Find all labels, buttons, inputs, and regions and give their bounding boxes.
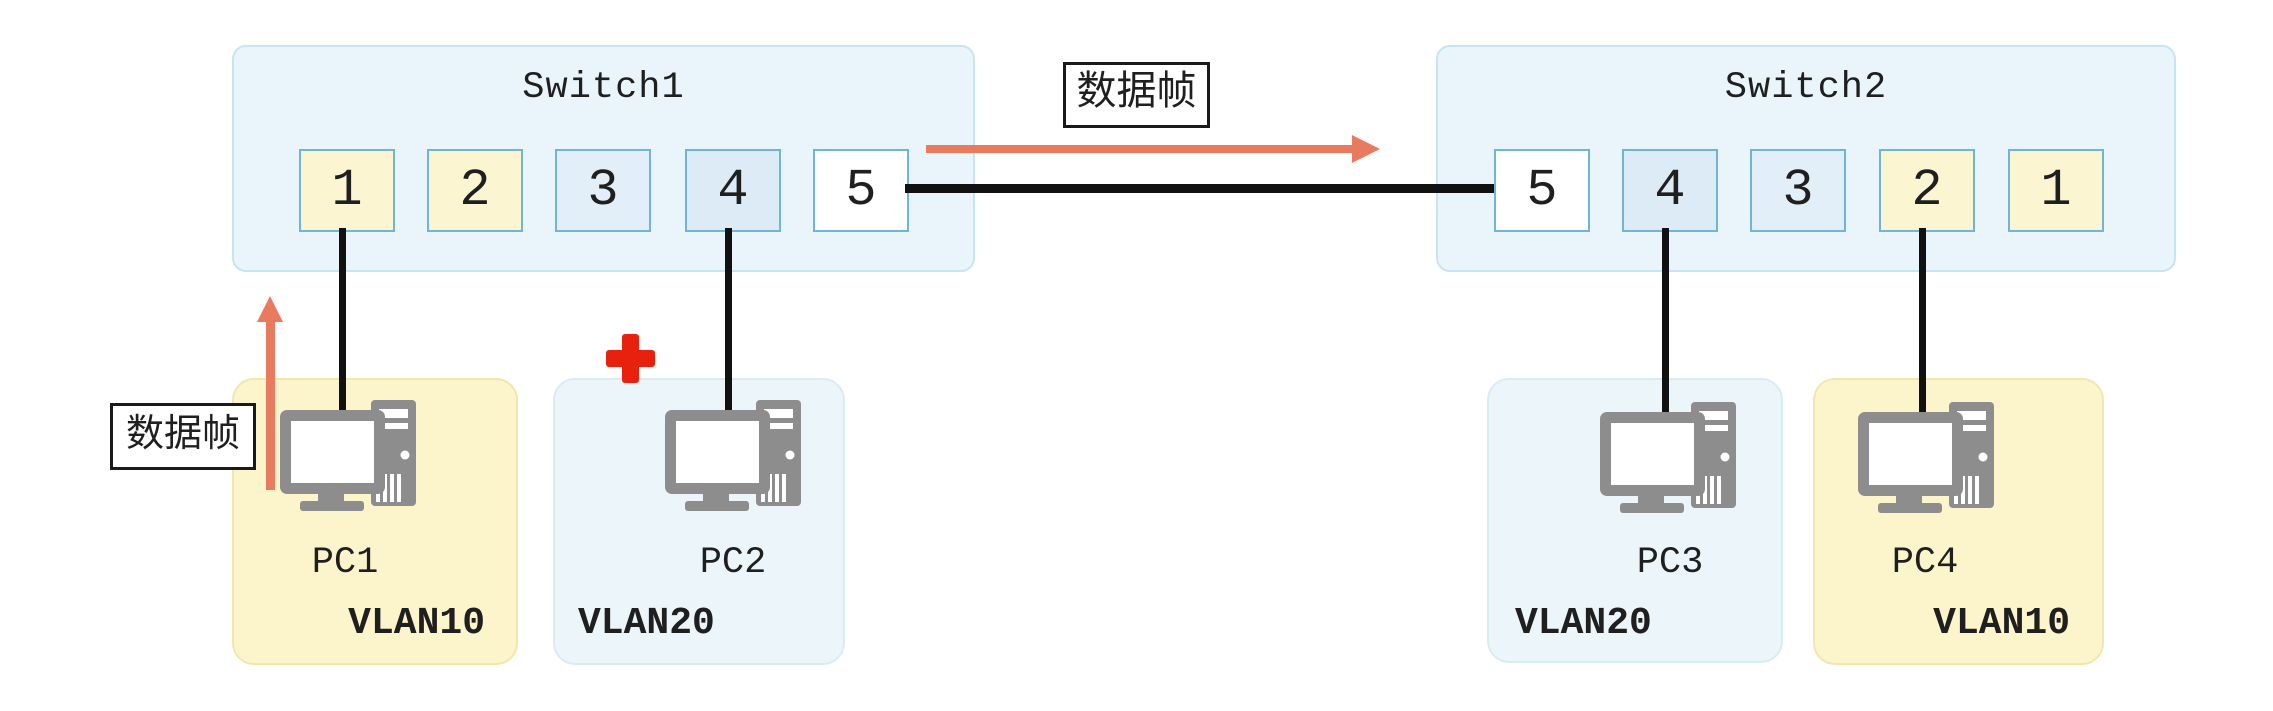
pc2-name-label: PC2: [699, 542, 767, 584]
data-frame-label-left: 数据帧: [110, 403, 256, 470]
pc3-vlan-label: VLAN20: [1515, 602, 1652, 645]
switch2-port-1: 1: [2008, 149, 2104, 232]
pc1-name-label: PC1: [311, 542, 379, 584]
cable-switch1p4-pc2: [725, 228, 732, 420]
pc1-vlan-label: VLAN10: [348, 602, 485, 645]
pc1-computer-icon: [280, 400, 416, 511]
switch1-box: Switch1 1 2 3 4 5: [232, 45, 975, 272]
switch2-title: Switch2: [1724, 67, 1888, 109]
data-frame-label-top: 数据帧: [1063, 62, 1210, 128]
pc2-computer-icon: [665, 400, 801, 511]
pc4-vlan-label: VLAN10: [1933, 602, 2070, 645]
blocked-cross-icon: [606, 334, 655, 383]
switch2-port-4: 4: [1622, 149, 1718, 232]
pc4-computer-icon: [1858, 402, 1994, 513]
switch1-port-5: 5: [813, 149, 909, 232]
pc2-vlan-label: VLAN20: [578, 602, 715, 645]
cable-switch2p4-pc3: [1662, 228, 1669, 420]
switch1-port-2: 2: [427, 149, 523, 232]
switch2-port-3: 3: [1750, 149, 1846, 232]
switch1-port-3: 3: [555, 149, 651, 232]
switch1-port-4: 4: [685, 149, 781, 232]
pc3-name-label: PC3: [1636, 542, 1704, 584]
switch1-port-1: 1: [299, 149, 395, 232]
switch2-port-5: 5: [1494, 149, 1590, 232]
trunk-link-line: [905, 184, 1494, 193]
data-frame-arrow-right-head: [1352, 135, 1380, 163]
cable-switch1p1-pc1: [339, 228, 346, 420]
switch1-title: Switch1: [522, 67, 685, 109]
data-frame-arrow-up: [266, 320, 275, 490]
data-frame-arrow-up-head: [257, 296, 283, 322]
pc4-name-label: PC4: [1891, 542, 1959, 584]
cable-switch2p2-pc4: [1919, 228, 1926, 420]
switch2-port-2: 2: [1879, 149, 1975, 232]
blocked-cross-horizontal-bar: [606, 350, 655, 367]
data-frame-arrow-right: [926, 145, 1352, 153]
pc3-computer-icon: [1600, 402, 1736, 513]
switch2-box: Switch2 5 4 3 2 1: [1436, 45, 2176, 272]
